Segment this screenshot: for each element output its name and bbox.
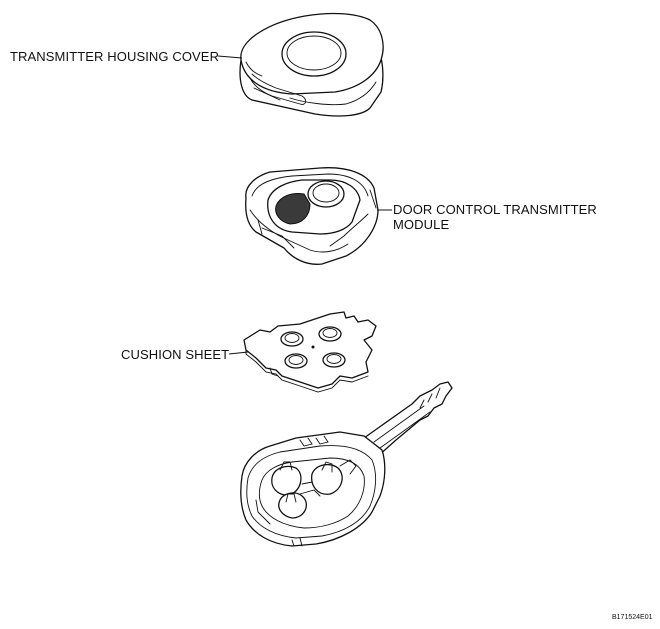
leader-line-cushion-sheet [228, 351, 249, 355]
figure-code: B171524E01 [612, 614, 653, 621]
cushion-sheet [243, 311, 377, 393]
label-door-control-transmitter-module-line1: DOOR CONTROL TRANSMITTER [393, 202, 597, 217]
label-cushion-sheet: CUSHION SHEET [121, 347, 230, 362]
transmitter-housing-cover [239, 12, 384, 117]
door-control-transmitter-module [245, 167, 379, 265]
key-base-housing [240, 381, 453, 547]
label-door-control-transmitter-module-line2: MODULE [393, 217, 450, 232]
label-transmitter-housing-cover: TRANSMITTER HOUSING COVER [10, 49, 220, 64]
leader-line-housing-cover [217, 55, 243, 59]
